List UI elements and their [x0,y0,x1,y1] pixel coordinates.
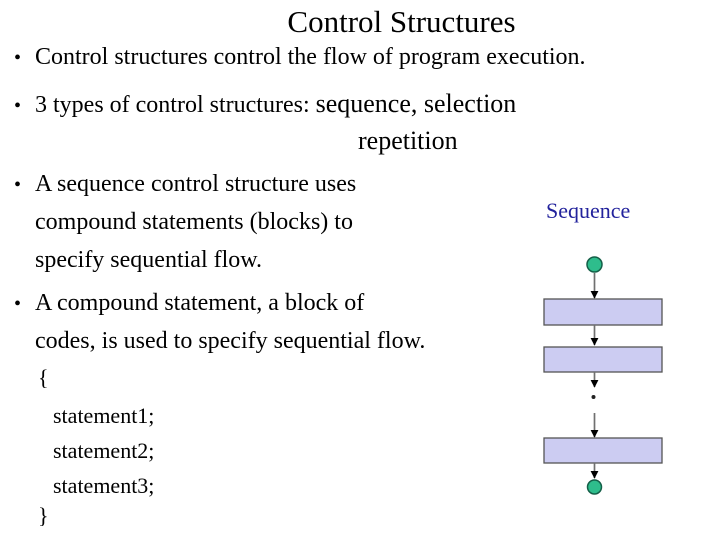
code-statement-2: statement2; [53,440,154,462]
bullet-item-4: • A compound statement, a block of [14,291,364,315]
code-statement-3: statement3; [53,475,154,497]
code-statement-1-text: statement1; [53,403,155,428]
code-statement-3-text: statement3; [53,473,155,498]
code-close-brace-text: } [38,503,49,528]
code-statement-1: statement1; [53,405,154,427]
code-open-brace: { [38,367,49,389]
end-terminal-node [586,479,603,495]
bullet-1-text: Control structures control the flow of p… [35,44,586,70]
diagram-title: Sequence [546,198,631,223]
bullet-4-line-2-text: codes, is used to specify sequential flo… [35,328,426,354]
sequence-flowchart [543,256,663,495]
bullet-3-line-3: specify sequential flow. [35,248,262,272]
page-title: Control Structures [287,4,516,39]
bullet-2-continuation: repetition [358,128,458,154]
bullet-marker: • [14,47,22,69]
bullet-item-1: • Control structures control the flow of … [14,45,586,69]
bullet-marker: • [14,95,22,117]
bullet-marker: • [14,293,22,315]
bullet-2-prefix: 3 types of control structures: [35,92,316,118]
bullet-2-continuation-text: repetition [358,126,458,155]
bullet-4-line-1: A compound statement, a block of [35,290,365,316]
bullet-3-line-2: compound statements (blocks) to [35,210,353,234]
process-box-1 [543,298,663,326]
bullet-3-line-2-text: compound statements (blocks) to [35,209,353,235]
bullet-item-3: • A sequence control structure uses [14,172,356,196]
bullet-4-line-2: codes, is used to specify sequential flo… [35,329,425,353]
process-box-2 [543,346,663,373]
bullet-item-2: • 3 types of control structures: sequence… [14,89,517,118]
code-close-brace: } [38,505,49,527]
code-open-brace-text: { [38,365,49,390]
bullet-2-emphasis: sequence, selection [315,89,517,118]
process-box-3 [543,437,663,464]
bullet-3-line-1: A sequence control structure uses [35,171,357,197]
bullet-3-line-3-text: specify sequential flow. [35,247,263,273]
bullet-marker: • [14,174,22,196]
ellipsis-dot [591,395,596,399]
start-terminal-node [586,256,603,273]
code-statement-2-text: statement2; [53,438,155,463]
